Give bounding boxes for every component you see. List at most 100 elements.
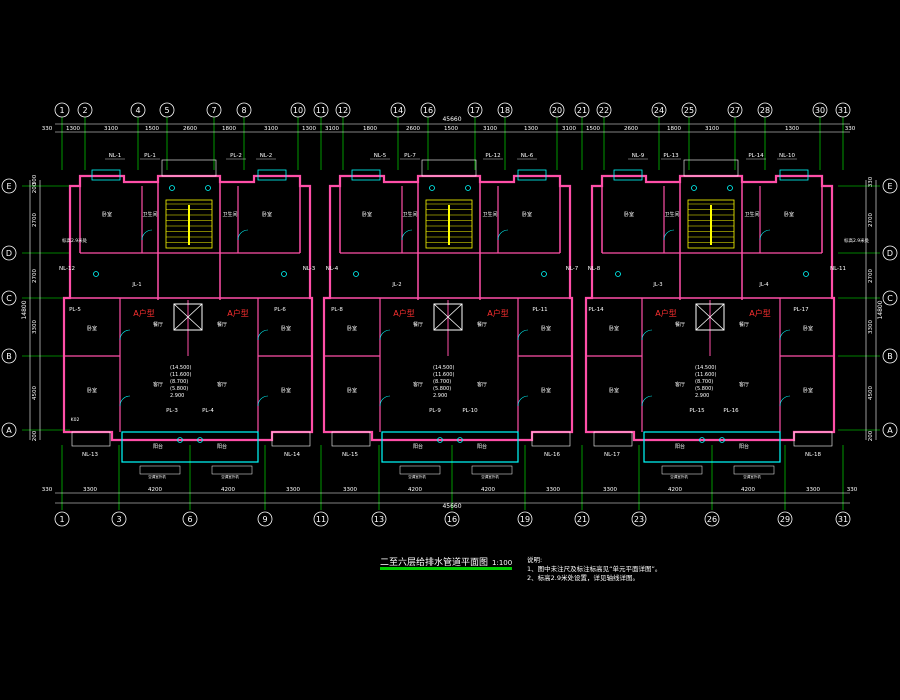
unit-middle-room-label: 卧室	[347, 325, 357, 332]
unit-right-door-swing	[641, 395, 653, 407]
axis-label-top: 24	[654, 106, 664, 115]
pipe-label-nl: NL-14	[284, 452, 301, 458]
axis-bubble	[631, 511, 647, 527]
unit-right-ac-label: 空调室外机	[743, 474, 761, 479]
unit-left-unit-type: A户型	[227, 308, 248, 318]
axis-bubble	[390, 102, 406, 118]
dim-text-left: 3300	[32, 320, 38, 334]
axis-label-right: E	[887, 182, 892, 191]
unit-right-pipe-riser	[803, 271, 809, 277]
unit-left-door-swing	[257, 395, 269, 407]
level-mark: (8.700)	[433, 379, 451, 385]
level-mark: (11.600)	[170, 372, 191, 378]
dim-text-top: 3100	[104, 126, 118, 132]
pipe-label-top: NL-10	[779, 153, 796, 159]
dim-text-bottom: 4200	[741, 487, 755, 493]
unit-middle-room-label: 餐厅	[477, 321, 487, 328]
dim-text-bottom: 4200	[221, 487, 235, 493]
axis-label-bottom: 9	[262, 515, 267, 524]
unit-left-room-label: 卫生间	[142, 211, 157, 218]
dim-text-top: 1800	[222, 126, 236, 132]
pipe-label-top: PL-7	[404, 153, 416, 159]
drawing-notes: 说明: 1、图中未注尺及标注标高见“单元平面详图”。 2、标高2.9米处设置，详…	[527, 556, 661, 583]
axis-bubble	[574, 511, 590, 527]
axis-label-top: 22	[599, 106, 609, 115]
unit-left-window	[91, 169, 121, 181]
unit-right-room-label: 阳台	[675, 443, 685, 450]
axis-label-left: C	[6, 294, 12, 303]
unit-middle-door-swing	[379, 329, 391, 341]
axis-label-right: D	[887, 249, 893, 258]
dim-text-bottom: 3300	[83, 487, 97, 493]
pipe-label-top: NL-9	[632, 153, 645, 159]
axis-bubble	[54, 511, 70, 527]
plan-title-text: 二至六层给排水管道平面图	[380, 558, 489, 568]
dim-text-bottom: 3300	[343, 487, 357, 493]
pipe-label-top: PL-12	[485, 153, 500, 159]
unit-right-unit-type: A户型	[655, 308, 676, 318]
dim-text-bottom: 3300	[546, 487, 560, 493]
dim-text-left: 200	[32, 430, 38, 441]
unit-right-room-label: 卫生间	[664, 211, 679, 218]
unit-left-room-label: 卧室	[281, 387, 291, 394]
unit-left-room-label: 阳台	[153, 443, 163, 450]
axis-bubble	[1, 245, 17, 261]
unit-left-room-label: 餐厅	[217, 321, 227, 328]
axis-bubble	[497, 102, 513, 118]
axis-bubble	[727, 102, 743, 118]
axis-label-top: 1	[59, 106, 64, 115]
axis-label-top: 16	[423, 106, 433, 115]
level-mark: (5.800)	[170, 386, 188, 392]
axis-bubble	[882, 290, 898, 306]
axis-label-bottom: 31	[838, 515, 848, 524]
plan-scale: 1:100	[492, 559, 513, 567]
level-mark: (11.600)	[433, 372, 454, 378]
pipe-label-mid: NL-11	[830, 266, 846, 272]
unit-middle-roof-hatch	[421, 159, 477, 177]
axis-label-bottom: 6	[187, 515, 192, 524]
axis-bubble	[290, 102, 306, 118]
unit-middle-elevator	[433, 303, 463, 331]
unit-right-ac-box	[593, 431, 633, 447]
level-mark: (14.500)	[170, 365, 191, 371]
pipe-label-bed: PL-14	[588, 307, 604, 313]
axis-label-top: 17	[470, 106, 480, 115]
axis-bubble	[206, 102, 222, 118]
axis-label-bottom: 13	[374, 515, 384, 524]
dim-text-left: 4500	[32, 386, 38, 400]
axis-label-top: 10	[293, 106, 303, 115]
axis-label-top: 5	[164, 106, 169, 115]
unit-left-window	[257, 169, 287, 181]
unit-left-elevator-x	[173, 303, 203, 331]
floor-drain-note: 标高2.9米处	[844, 237, 870, 244]
dim-total-left: 14800	[21, 300, 28, 319]
unit-right-room-label: 卧室	[609, 387, 619, 394]
dim-text-bottom: 4200	[668, 487, 682, 493]
unit-right-room-label: 客厅	[739, 381, 749, 388]
axis-label-top: 7	[211, 106, 216, 115]
axis-label-bottom: 21	[577, 515, 587, 524]
axis-bubble	[777, 511, 793, 527]
pipe-label-bed: PL-8	[331, 307, 343, 313]
axis-bubble	[335, 102, 351, 118]
unit-right-room-label: 阳台	[739, 443, 749, 450]
axis-bubble	[77, 102, 93, 118]
pipe-label-bed: PL-11	[532, 307, 547, 313]
dim-text-bottom: 330	[847, 487, 858, 493]
dim-text-top: 1800	[363, 126, 377, 132]
axis-label-bottom: 11	[316, 515, 326, 524]
unit-middle-room-label: 卧室	[541, 325, 551, 332]
unit-left-ac-unit	[211, 465, 253, 475]
dim-text-right: 3300	[868, 320, 874, 334]
unit-right-pipe-riser	[691, 185, 697, 191]
level-mark: 2.900	[433, 393, 447, 399]
unit-right-pipe-riser	[615, 271, 621, 277]
unit-left-room-label: 卧室	[87, 325, 97, 332]
unit-left-ac-label: 空调室外机	[221, 474, 239, 479]
unit-right-door-swing	[759, 229, 771, 241]
axis-bubble	[467, 102, 483, 118]
axis-bubble	[54, 102, 70, 118]
axis-label-bottom: 26	[707, 515, 717, 524]
unit-left-room-label: 卧室	[87, 387, 97, 394]
unit-middle-room-label: 卧室	[362, 211, 372, 218]
